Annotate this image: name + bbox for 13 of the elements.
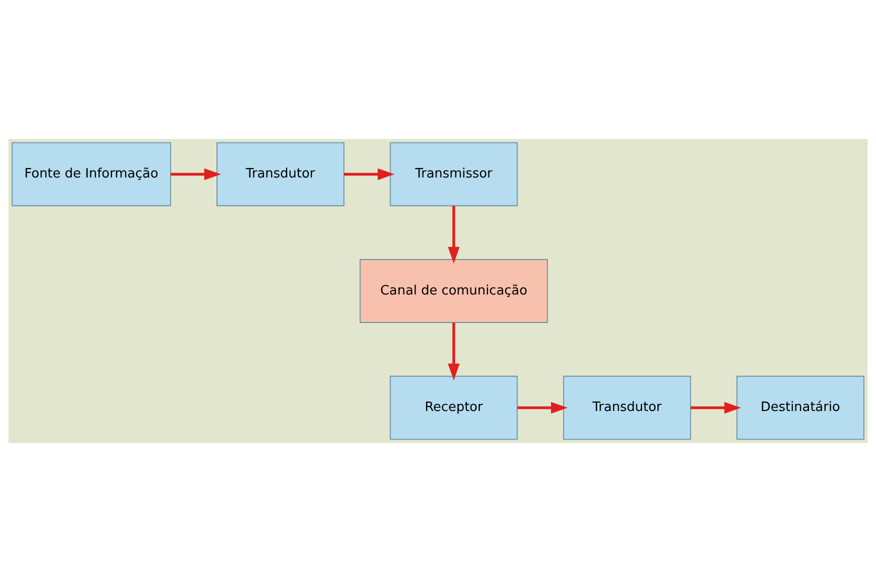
node-box: Transdutor [563, 375, 692, 440]
node-box: Fonte de Informação [12, 142, 172, 206]
node-box: Transdutor [216, 142, 344, 206]
node-box: Canal de comunicação [360, 258, 548, 322]
node-box: Receptor [390, 375, 518, 440]
node-box: Transmissor [390, 142, 518, 206]
node-box: Destinatário [736, 375, 864, 440]
arrow [344, 168, 394, 180]
arrow [448, 322, 460, 380]
arrow [448, 205, 460, 264]
arrow [690, 401, 742, 414]
arrow [170, 168, 221, 180]
arrow [517, 401, 568, 414]
